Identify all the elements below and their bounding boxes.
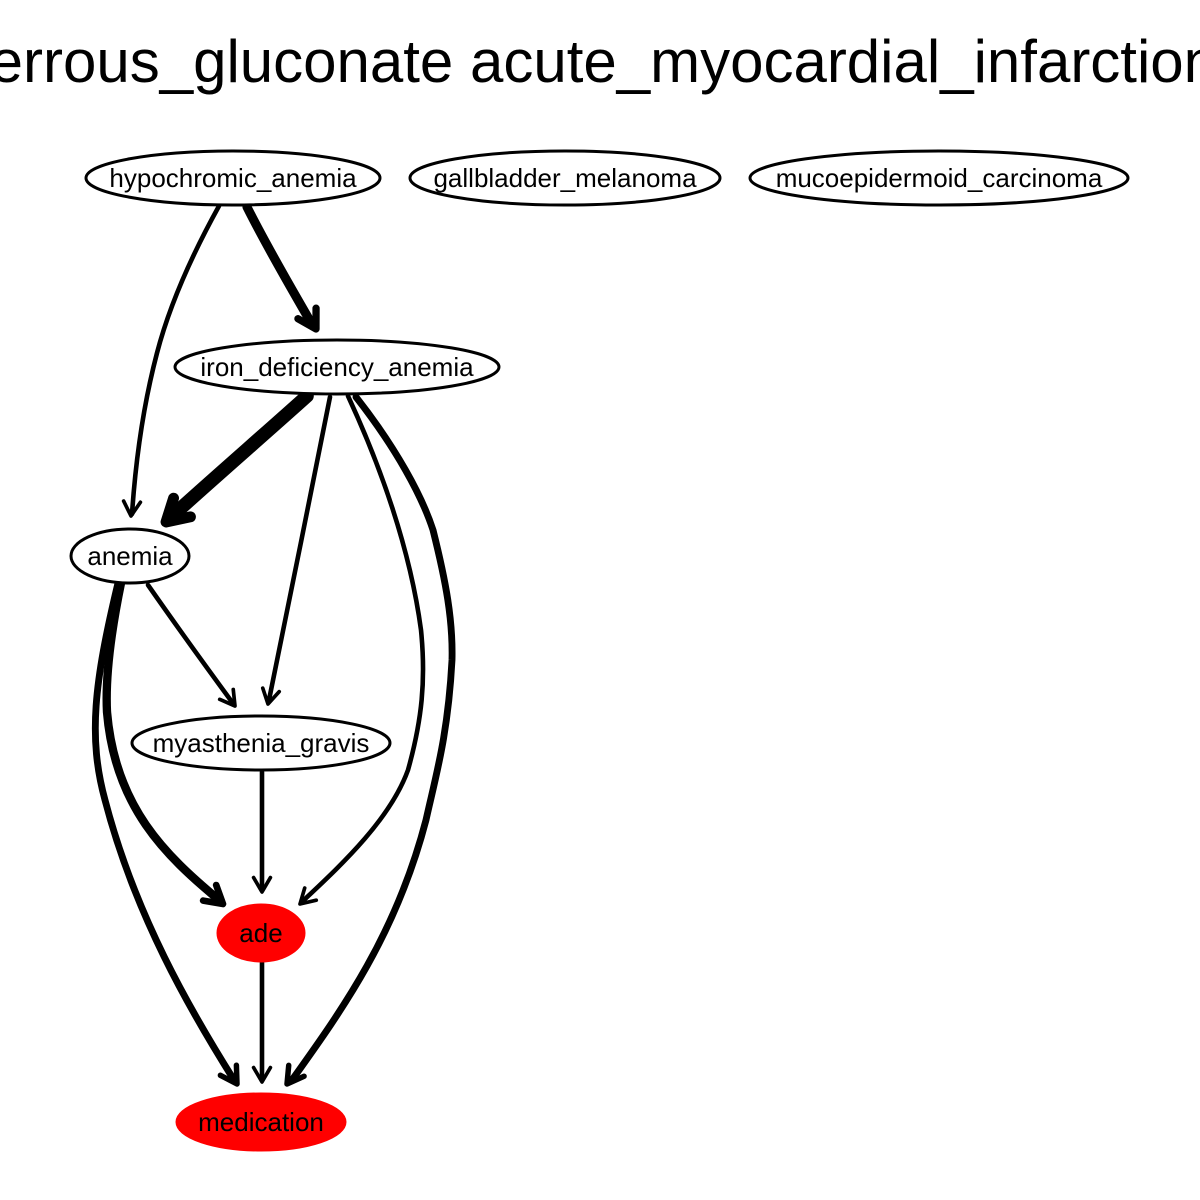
- node-iron_deficiency_anemia: iron_deficiency_anemia: [173, 338, 501, 396]
- node-ellipse: [408, 149, 722, 207]
- edge-line: [242, 202, 318, 331]
- node-gallbladder_melanoma: gallbladder_melanoma: [408, 149, 722, 207]
- edge-iron_deficiency_anemia-to-medication: [284, 393, 456, 1087]
- node-label: gallbladder_melanoma: [433, 163, 697, 193]
- node-label: hypochromic_anemia: [109, 163, 357, 193]
- node-ellipse: [69, 527, 191, 585]
- node-mucoepidermoid_carcinoma: mucoepidermoid_carcinoma: [748, 149, 1130, 207]
- arrowhead: [251, 1065, 273, 1084]
- edge-line: [102, 578, 224, 905]
- node-ellipse: [748, 149, 1130, 207]
- edge-iron_deficiency_anemia-to-anemia: [160, 389, 314, 528]
- edge-iron_deficiency_anemia-to-myasthenia_gravis: [260, 394, 333, 706]
- node-hypochromic_anemia: hypochromic_anemia: [84, 149, 382, 207]
- node-ade: ade: [216, 903, 306, 963]
- edge-iron_deficiency_anemia-to-ade: [298, 393, 426, 906]
- node-label: medication: [198, 1107, 324, 1137]
- arrowhead: [294, 304, 320, 333]
- arrowhead: [298, 886, 319, 906]
- nodes-layer: hypochromic_anemia gallbladder_melanoma mu…: [69, 149, 1130, 1152]
- edge-anemia-to-medication: [91, 579, 240, 1087]
- arrowhead: [284, 1062, 307, 1087]
- edge-line: [129, 203, 222, 517]
- edge-hypochromic_anemia-to-anemia: [121, 203, 222, 518]
- arrowhead: [251, 875, 273, 894]
- edge-ade-to-medication: [251, 959, 273, 1084]
- edge-line: [288, 393, 456, 1084]
- node-medication: medication: [175, 1092, 347, 1152]
- edge-line: [145, 582, 235, 705]
- edge-anemia-to-myasthenia_gravis: [145, 582, 237, 708]
- arrowhead: [217, 687, 237, 708]
- node-label: anemia: [87, 541, 173, 571]
- edge-line: [301, 393, 426, 903]
- edge-hypochromic_anemia-to-iron_deficiency_anemia: [242, 202, 320, 333]
- node-ellipse: [130, 714, 392, 772]
- edges-layer: [91, 202, 456, 1087]
- node-ellipse: [175, 1092, 347, 1152]
- node-ellipse: [84, 149, 382, 207]
- node-label: myasthenia_gravis: [153, 728, 370, 758]
- node-ellipse: [216, 903, 306, 963]
- arrowhead: [260, 686, 282, 706]
- arrowhead: [121, 499, 143, 518]
- arrowhead: [199, 881, 227, 908]
- node-label: mucoepidermoid_carcinoma: [776, 163, 1103, 193]
- edge-myasthenia_gravis-to-ade: [251, 769, 273, 894]
- edge-line: [164, 389, 314, 524]
- node-myasthenia_gravis: myasthenia_gravis: [130, 714, 392, 772]
- node-label: iron_deficiency_anemia: [200, 352, 474, 382]
- arrowhead: [160, 492, 196, 528]
- edge-line: [91, 579, 238, 1084]
- edge-line: [266, 394, 333, 703]
- edge-anemia-to-ade: [102, 578, 227, 908]
- arrowhead: [217, 1062, 240, 1087]
- node-ellipse: [173, 338, 501, 396]
- node-label: ade: [239, 918, 282, 948]
- node-anemia: anemia: [69, 527, 191, 585]
- diagram-title: ferrous_gluconate acute_myocardial_infar…: [0, 28, 1200, 95]
